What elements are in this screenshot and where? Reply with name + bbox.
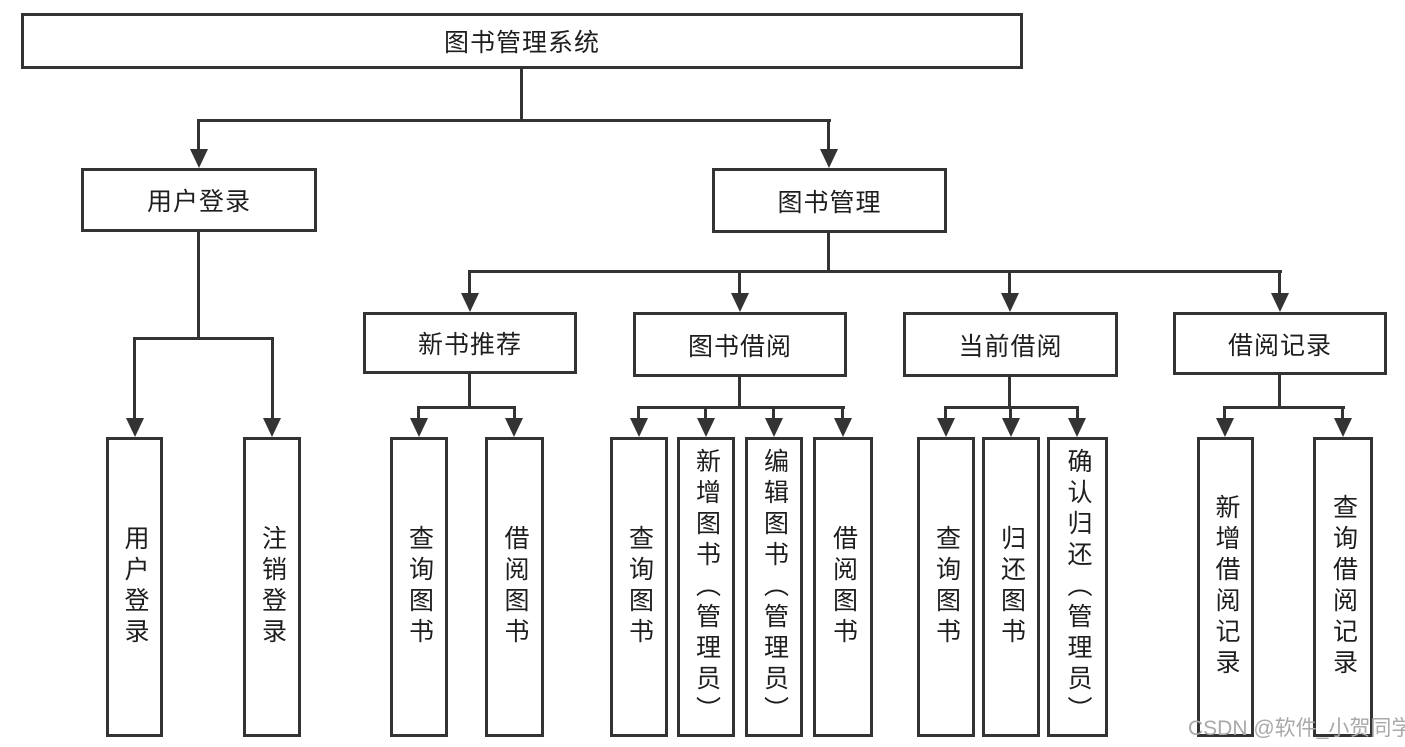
arrow-down-icon: [765, 418, 783, 437]
csdn-watermark: CSDN @软件_小贺同学: [1188, 717, 1405, 740]
leaf-borrow-query-book: 查询图书: [610, 437, 668, 737]
arrow-down-icon: [937, 418, 955, 437]
leaf-borrow-add-book-admin: 新增图书（管理员）: [677, 437, 735, 737]
connector-leaf-stub: [944, 406, 947, 420]
leaf-borrow-borrow-book-label: 借阅图书: [829, 525, 858, 649]
leaf-borrow-query-book-label: 查询图书: [625, 525, 654, 649]
leaf-current-confirm-return-admin-label: 确认归还（管理员）: [1064, 447, 1092, 727]
arrow-down-icon: [630, 418, 648, 437]
connector-user-login-stem: [197, 232, 200, 340]
node-new-book-recommend-label: 新书推荐: [417, 331, 522, 359]
connector-user-rail: [133, 337, 274, 340]
arrow-down-icon: [1271, 293, 1289, 312]
connector-to-current: [1008, 270, 1011, 295]
leaf-current-return-book-label: 归还图书: [997, 525, 1026, 649]
leaf-recommend-borrow-book-label: 借阅图书: [501, 525, 529, 649]
leaf-recommend-query-book-label: 查询图书: [405, 525, 434, 649]
connector-to-leaf-logout: [271, 337, 274, 420]
arrow-down-icon: [505, 418, 523, 437]
connector-level2-rail: [197, 119, 831, 122]
node-borrow-records-label: 借阅记录: [1227, 331, 1332, 360]
leaf-recommend-query-book: 查询图书: [390, 437, 448, 737]
arrow-down-icon: [126, 418, 144, 437]
leaf-logout-label: 注销登录: [258, 525, 287, 649]
leaf-current-query-book-label: 查询图书: [932, 525, 961, 649]
node-root-label: 图书管理系统: [443, 29, 600, 57]
connector-leaf-stub: [513, 406, 516, 420]
node-current-borrow: 当前借阅: [903, 312, 1118, 377]
connector-leaf-stub: [1341, 406, 1344, 420]
leaf-borrow-edit-book-admin-label: 编辑图书（管理员）: [760, 447, 789, 727]
connector-to-leaf-user-login: [133, 337, 136, 420]
connector-to-records: [1278, 270, 1281, 295]
leaf-borrow-edit-book-admin: 编辑图书（管理员）: [745, 437, 803, 737]
connector-leaf-stub: [1009, 406, 1012, 420]
leaf-current-query-book: 查询图书: [917, 437, 975, 737]
connector-leaf-stub: [772, 406, 775, 420]
arrow-down-icon: [731, 293, 749, 312]
connector-leaf-stub: [1223, 406, 1226, 420]
node-user-login: 用户登录: [81, 168, 317, 232]
leaf-current-return-book: 归还图书: [982, 437, 1040, 737]
leaf-records-add-record-label: 新增借阅记录: [1212, 494, 1240, 680]
connector-leaf-stub: [1076, 406, 1079, 420]
connector-leaf-stub: [637, 406, 640, 420]
connector-current-stem: [1008, 377, 1011, 409]
leaf-borrow-add-book-admin-label: 新增图书（管理员）: [692, 447, 721, 727]
node-borrow-records: 借阅记录: [1173, 312, 1387, 375]
leaf-records-add-record: 新增借阅记录: [1197, 437, 1254, 737]
leaf-records-query-record-label: 查询借阅记录: [1329, 494, 1358, 680]
connector-records-rail: [1223, 406, 1345, 409]
leaf-records-query-record: 查询借阅记录: [1313, 437, 1373, 737]
node-book-mgmt: 图书管理: [712, 168, 947, 233]
connector-leaf-stub: [841, 406, 844, 420]
arrow-down-icon: [1334, 418, 1352, 437]
node-user-login-label: 用户登录: [146, 188, 251, 216]
connector-to-book-mgmt: [827, 119, 830, 151]
connector-to-user-login: [197, 119, 200, 151]
connector-to-recommend: [468, 270, 471, 295]
arrow-down-icon: [820, 149, 838, 168]
arrow-down-icon: [697, 418, 715, 437]
leaf-borrow-borrow-book: 借阅图书: [813, 437, 873, 737]
arrow-down-icon: [461, 293, 479, 312]
connector-leaf-stub: [417, 406, 420, 420]
leaf-logout: 注销登录: [243, 437, 301, 737]
node-book-borrow-label: 图书借阅: [687, 332, 792, 361]
connector-recommend-stem: [468, 374, 471, 409]
connector-recommend-rail: [417, 406, 516, 409]
leaf-current-confirm-return-admin: 确认归还（管理员）: [1047, 437, 1108, 737]
arrow-down-icon: [190, 149, 208, 168]
connector-modules-rail: [469, 270, 1282, 273]
arrow-down-icon: [834, 418, 852, 437]
node-book-borrow: 图书借阅: [633, 312, 847, 377]
arrow-down-icon: [1002, 418, 1020, 437]
connector-borrow-rail: [637, 406, 845, 409]
node-current-borrow-label: 当前借阅: [958, 332, 1063, 361]
connector-leaf-stub: [704, 406, 707, 420]
connector-book-mgmt-stem: [827, 233, 830, 273]
leaf-user-login-label: 用户登录: [121, 525, 149, 649]
arrow-down-icon: [410, 418, 428, 437]
leaf-user-login: 用户登录: [106, 437, 163, 737]
connector-borrow-stem: [738, 377, 741, 409]
arrow-down-icon: [1068, 418, 1086, 437]
leaf-recommend-borrow-book: 借阅图书: [485, 437, 544, 737]
connector-root-stem: [520, 69, 523, 122]
node-book-mgmt-label: 图书管理: [777, 188, 882, 217]
node-new-book-recommend: 新书推荐: [363, 312, 577, 374]
arrow-down-icon: [263, 418, 281, 437]
node-root: 图书管理系统: [21, 13, 1023, 69]
connector-to-borrow: [738, 270, 741, 295]
connector-records-stem: [1278, 375, 1281, 409]
arrow-down-icon: [1001, 293, 1019, 312]
arrow-down-icon: [1216, 418, 1234, 437]
